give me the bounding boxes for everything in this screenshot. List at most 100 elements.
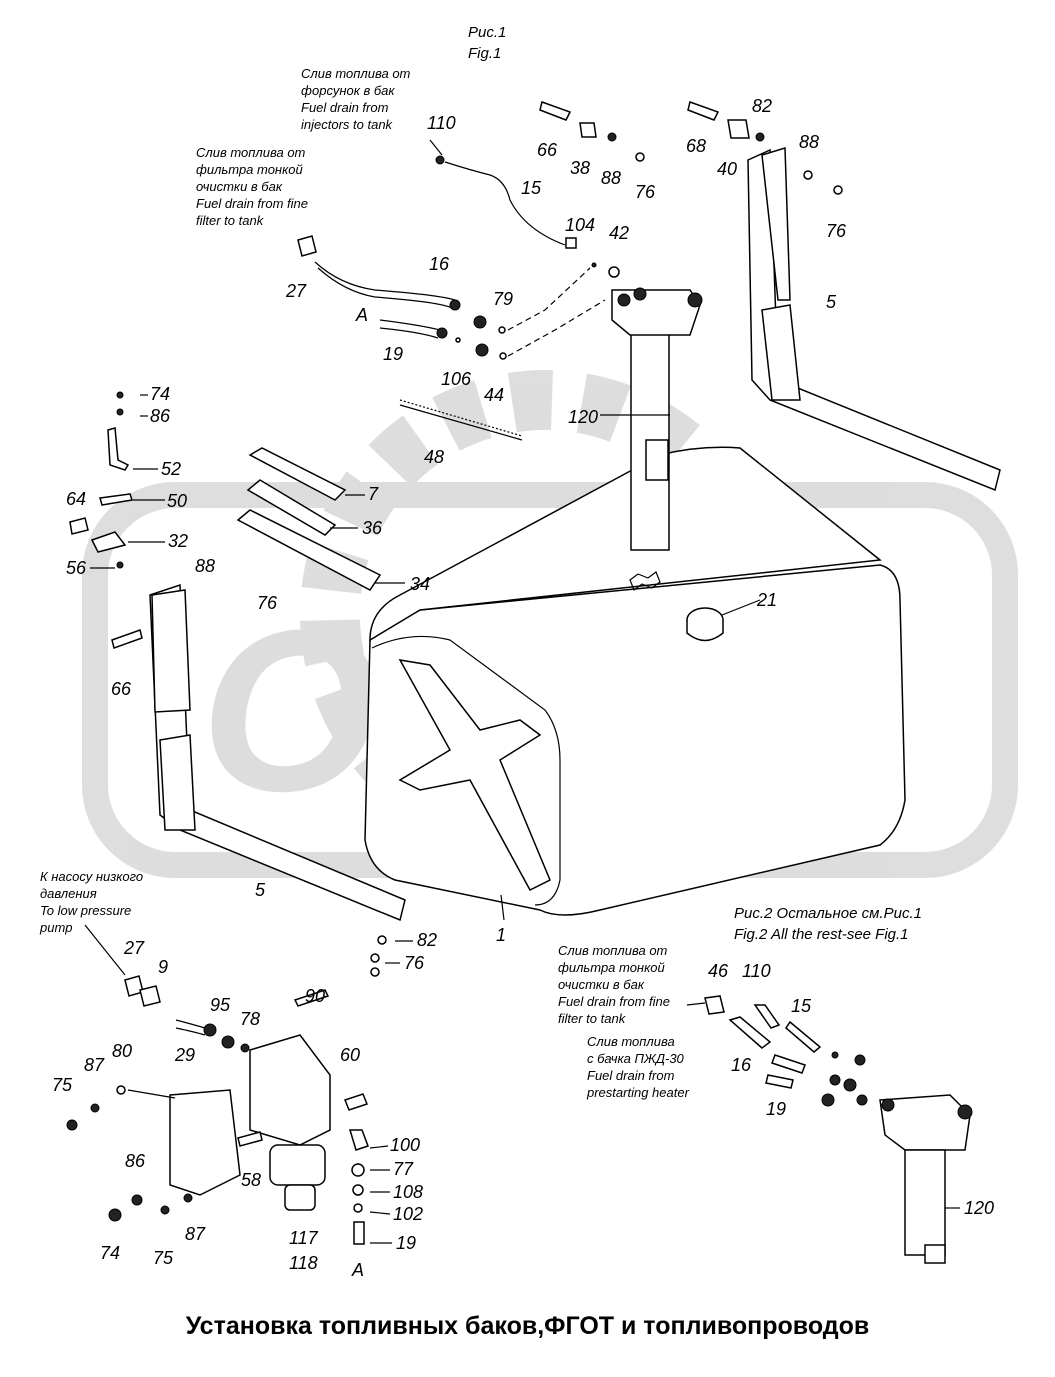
label-5: 5 <box>826 292 837 312</box>
svg-text:pump: pump <box>39 920 73 935</box>
label-88b: 88 <box>799 132 819 152</box>
label-100: 100 <box>390 1135 420 1155</box>
label-74b: 74 <box>100 1243 120 1263</box>
svg-text:фильтра тонкой: фильтра тонкой <box>558 960 665 975</box>
label-66b: 66 <box>111 679 132 699</box>
label-44: 44 <box>484 385 504 405</box>
label-102: 102 <box>393 1204 423 1224</box>
svg-text:Слив топлива от: Слив топлива от <box>558 943 668 958</box>
label-52: 52 <box>161 459 181 479</box>
label-19c: 19 <box>766 1099 786 1119</box>
fig2-assembly <box>704 995 973 1264</box>
label-58: 58 <box>241 1170 261 1190</box>
label-90: 90 <box>305 986 325 1006</box>
svg-text:Слив топлива: Слив топлива <box>587 1034 675 1049</box>
part-labels: 110 66 38 88 76 68 82 40 88 76 15 104 42… <box>52 96 994 1280</box>
svg-text:Слив топлива от: Слив топлива от <box>301 66 411 81</box>
label-86: 86 <box>150 406 171 426</box>
label-A2: A <box>351 1260 364 1280</box>
label-76b: 76 <box>826 221 847 241</box>
filler-cap <box>686 599 761 642</box>
label-110: 110 <box>427 113 456 133</box>
label-88: 88 <box>601 168 621 188</box>
fig2-title-ru: Рис.2 Остальное см.Рис.1 <box>734 905 922 922</box>
svg-text:Fuel drain from fine: Fuel drain from fine <box>196 196 308 211</box>
label-108: 108 <box>393 1182 423 1202</box>
label-32: 32 <box>168 531 188 551</box>
label-120: 120 <box>568 407 598 427</box>
label-118: 118 <box>289 1253 318 1273</box>
label-19: 19 <box>383 344 403 364</box>
svg-text:prestarting heater: prestarting heater <box>586 1085 690 1100</box>
small-parts-left <box>69 391 143 649</box>
label-56: 56 <box>66 558 87 578</box>
label-15: 15 <box>521 178 542 198</box>
leader-lines <box>90 139 706 1244</box>
label-27b: 27 <box>123 938 145 958</box>
svg-text:filter to tank: filter to tank <box>558 1011 627 1026</box>
label-78: 78 <box>240 1009 260 1029</box>
label-40: 40 <box>717 159 737 179</box>
fig2-title-en: Fig.2 All the rest-see Fig.1 <box>734 926 909 943</box>
label-79: 79 <box>493 289 513 309</box>
note-low-pressure: К насосу низкого давления To low pressur… <box>39 869 143 935</box>
svg-text:Fuel drain from: Fuel drain from <box>587 1068 675 1083</box>
svg-text:с бачка ПЖД-30: с бачка ПЖД-30 <box>587 1051 685 1066</box>
label-1: 1 <box>496 925 506 945</box>
straps <box>236 399 523 591</box>
note-fine-filter-fig2: Слив топлива от фильтра тонкой очистки в… <box>558 943 670 1026</box>
label-87: 87 <box>84 1055 105 1075</box>
note-injectors: Слив топлива от форсунок в бак Fuel drai… <box>301 66 411 132</box>
svg-text:To low pressure: To low pressure <box>40 903 131 918</box>
label-27: 27 <box>285 281 307 301</box>
label-21: 21 <box>756 590 777 610</box>
svg-text:Fuel drain from: Fuel drain from <box>301 100 389 115</box>
label-42: 42 <box>609 223 629 243</box>
label-60: 60 <box>340 1045 360 1065</box>
label-64: 64 <box>66 489 86 509</box>
label-120b: 120 <box>964 1198 994 1218</box>
label-74: 74 <box>150 384 170 404</box>
fig1-title-ru: Рис.1 <box>468 24 506 41</box>
label-36: 36 <box>362 518 383 538</box>
fuel-tank <box>364 446 906 916</box>
label-5b: 5 <box>255 880 266 900</box>
bracket-left <box>149 583 406 922</box>
svg-text:очистки в бак: очистки в бак <box>558 977 645 992</box>
bracket-right <box>747 146 1001 492</box>
label-46: 46 <box>708 961 729 981</box>
label-86b: 86 <box>125 1151 146 1171</box>
svg-text:фильтра тонкой: фильтра тонкой <box>196 162 303 177</box>
label-38: 38 <box>570 158 590 178</box>
label-87b: 87 <box>185 1224 206 1244</box>
label-15b: 15 <box>791 996 812 1016</box>
label-76c: 76 <box>257 593 278 613</box>
label-68: 68 <box>686 136 706 156</box>
svg-text:filter to tank: filter to tank <box>196 213 265 228</box>
label-16b: 16 <box>731 1055 752 1075</box>
label-9: 9 <box>158 957 168 977</box>
page-caption: Установка топливных баков,ФГОТ и топливо… <box>185 1312 870 1340</box>
fuel-level-sender <box>600 287 703 551</box>
label-50: 50 <box>167 491 187 511</box>
svg-text:форсунок в бак: форсунок в бак <box>301 83 395 98</box>
svg-text:К насосу низкого: К насосу низкого <box>40 869 143 884</box>
label-75b: 75 <box>153 1248 174 1268</box>
label-76d: 76 <box>404 953 425 973</box>
note-fine-filter: Слив топлива от фильтра тонкой очистки в… <box>196 145 308 228</box>
label-66: 66 <box>537 140 558 160</box>
label-29: 29 <box>174 1045 195 1065</box>
label-48: 48 <box>424 447 444 467</box>
label-95: 95 <box>210 995 231 1015</box>
fuel-lines-upper <box>297 155 620 360</box>
fine-fuel-filter <box>237 989 369 1245</box>
label-82: 82 <box>752 96 772 116</box>
label-7: 7 <box>368 484 379 504</box>
label-77: 77 <box>393 1159 414 1179</box>
svg-text:injectors to tank: injectors to tank <box>301 117 394 132</box>
top-hardware <box>539 101 843 195</box>
svg-text:Fuel drain from fine: Fuel drain from fine <box>558 994 670 1009</box>
label-16: 16 <box>429 254 450 274</box>
label-A: A <box>355 305 368 325</box>
